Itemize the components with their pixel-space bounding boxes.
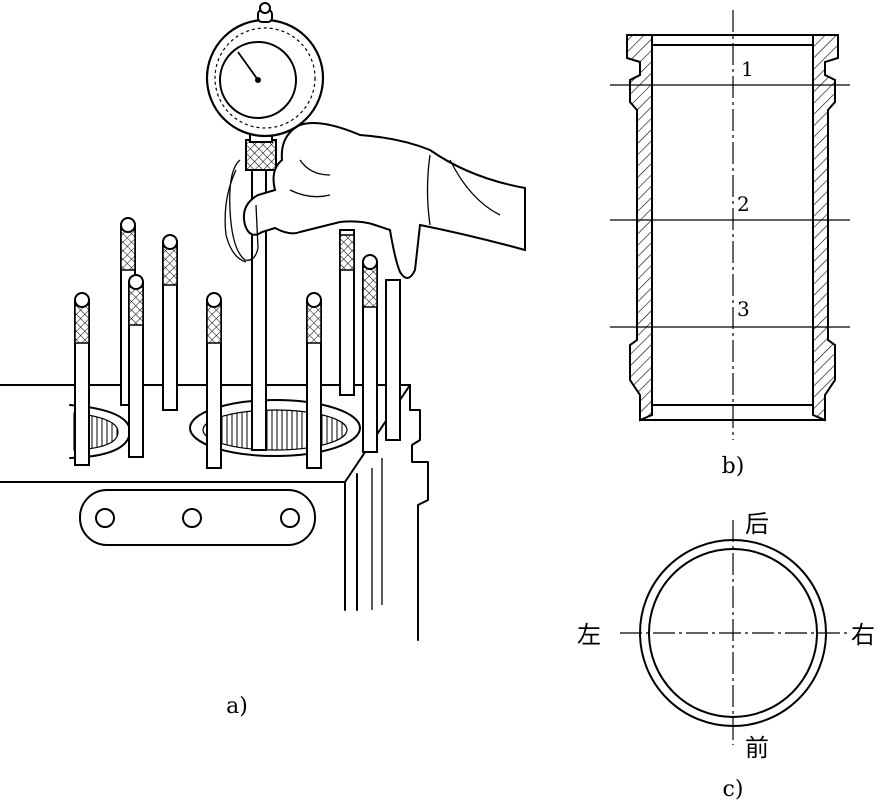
- section-label-3: 3: [737, 297, 750, 321]
- direction-left: 左: [577, 621, 601, 649]
- block-cover-plate: [79, 489, 316, 546]
- stud: [339, 229, 355, 396]
- direction-front: 前: [745, 734, 769, 762]
- panel-c-caption: c): [723, 777, 744, 802]
- dial-bore-gauge: [205, 2, 325, 451]
- stud: [385, 279, 401, 441]
- dial-indicator: [205, 2, 325, 138]
- panel-a-caption: a): [226, 694, 248, 719]
- section-label-2: 2: [737, 192, 750, 216]
- stud: [162, 234, 178, 411]
- stud: [128, 274, 144, 458]
- stud: [74, 292, 90, 466]
- operator-hand: [224, 122, 526, 279]
- stud: [306, 292, 322, 469]
- direction-rear: 后: [745, 510, 769, 538]
- panel-c-top-view: [620, 520, 848, 745]
- direction-right: 右: [851, 621, 875, 649]
- panel-a-illustration: [0, 2, 526, 641]
- stud: [362, 254, 378, 453]
- cylinder-head-studs: [74, 217, 401, 469]
- section-label-1: 1: [741, 57, 754, 81]
- panel-b-liner-section: [610, 10, 850, 440]
- stud: [206, 292, 222, 469]
- panel-b-caption: b): [722, 454, 745, 479]
